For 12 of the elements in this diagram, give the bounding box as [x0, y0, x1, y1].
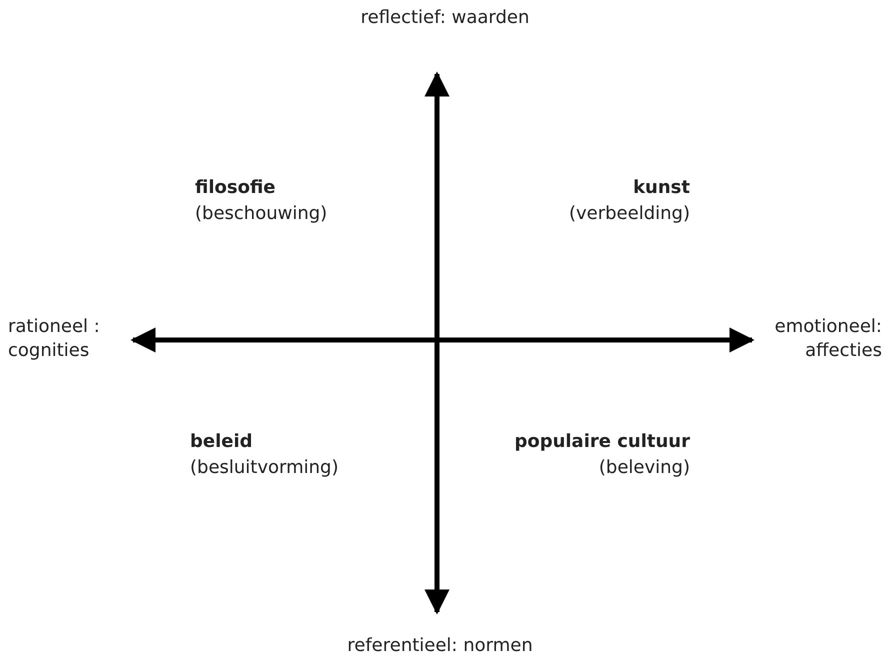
- axis-label: emotioneel: affecties: [774, 316, 882, 361]
- quadrant-subtitle: (beleving): [598, 457, 690, 478]
- quadrant-subtitle: (besluitvorming): [190, 457, 339, 478]
- axis-label: referentieel: normen: [347, 635, 533, 656]
- quadrant-title: populaire cultuur: [514, 431, 690, 452]
- axis-label: rationeel : cognities: [8, 316, 100, 361]
- axis-label: reflectief: waarden: [360, 7, 530, 28]
- quadrant-title: filosofie: [195, 177, 276, 198]
- quadrant-subtitle: (verbeelding): [568, 203, 690, 224]
- quadrant-subtitle: (beschouwing): [195, 203, 328, 224]
- quadrant-title: beleid: [190, 431, 253, 452]
- quadrant-title: kunst: [633, 177, 690, 198]
